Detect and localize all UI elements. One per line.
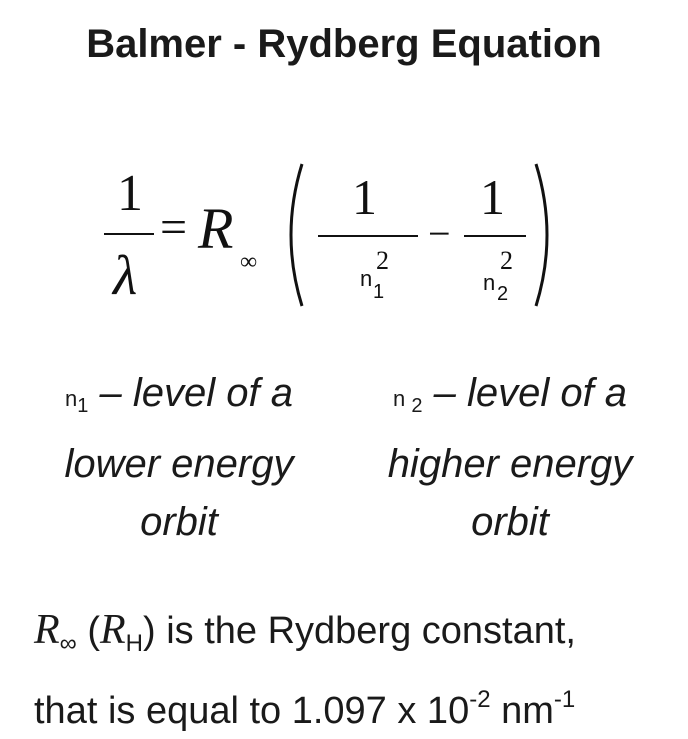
inner-numerator-one: 1 <box>352 169 377 225</box>
numerator-one: 1 <box>117 165 143 222</box>
n1-exponent: 2 <box>376 246 389 275</box>
lower-line-3: orbit <box>140 500 218 544</box>
higher-line-2: higher energy <box>387 442 633 486</box>
fraction-bar <box>318 235 418 237</box>
minus-sign: − <box>428 211 451 256</box>
rydberg-R: R <box>198 196 234 261</box>
fraction-bar <box>464 235 526 237</box>
lambda-symbol: λ <box>113 245 138 307</box>
lower-line-2: lower energy <box>64 442 294 486</box>
fraction-bar <box>104 233 154 235</box>
higher-line-1: – level of a <box>433 371 628 415</box>
n1-label: n1 <box>65 386 89 417</box>
right-parenthesis <box>534 163 549 307</box>
left-parenthesis <box>289 163 304 307</box>
lower-level-description: n1 – level of a lower energy orbit <box>24 364 334 551</box>
n1-symbol: n <box>360 266 373 291</box>
n1-subscript: 1 <box>373 281 385 303</box>
equals-sign: = <box>160 201 188 254</box>
n2-symbol: n <box>483 270 496 295</box>
note-line-2: that is equal to 1.097 x 10-2 nm-1 <box>34 686 576 732</box>
infinity-subscript: ∞ <box>240 249 258 275</box>
rydberg-equation: 1 λ = R ∞ 1 2 n 1 − 1 2 n 2 <box>0 0 688 360</box>
higher-line-3: orbit <box>471 500 549 544</box>
lower-line-1: – level of a <box>99 371 293 415</box>
n2-exponent: 2 <box>500 246 513 275</box>
note-line-1: R∞ (RH) is the Rydberg constant, <box>34 607 576 657</box>
rydberg-constant-note: R∞ (RH) is the Rydberg constant, that is… <box>34 602 674 739</box>
n2-subscript: 2 <box>497 283 509 305</box>
higher-level-description: n 2 – level of a higher energy orbit <box>350 364 670 551</box>
page-title: Balmer - Rydberg Equation <box>86 22 602 66</box>
n2-label: n 2 <box>392 386 423 417</box>
inner-numerator-one: 1 <box>480 169 505 225</box>
